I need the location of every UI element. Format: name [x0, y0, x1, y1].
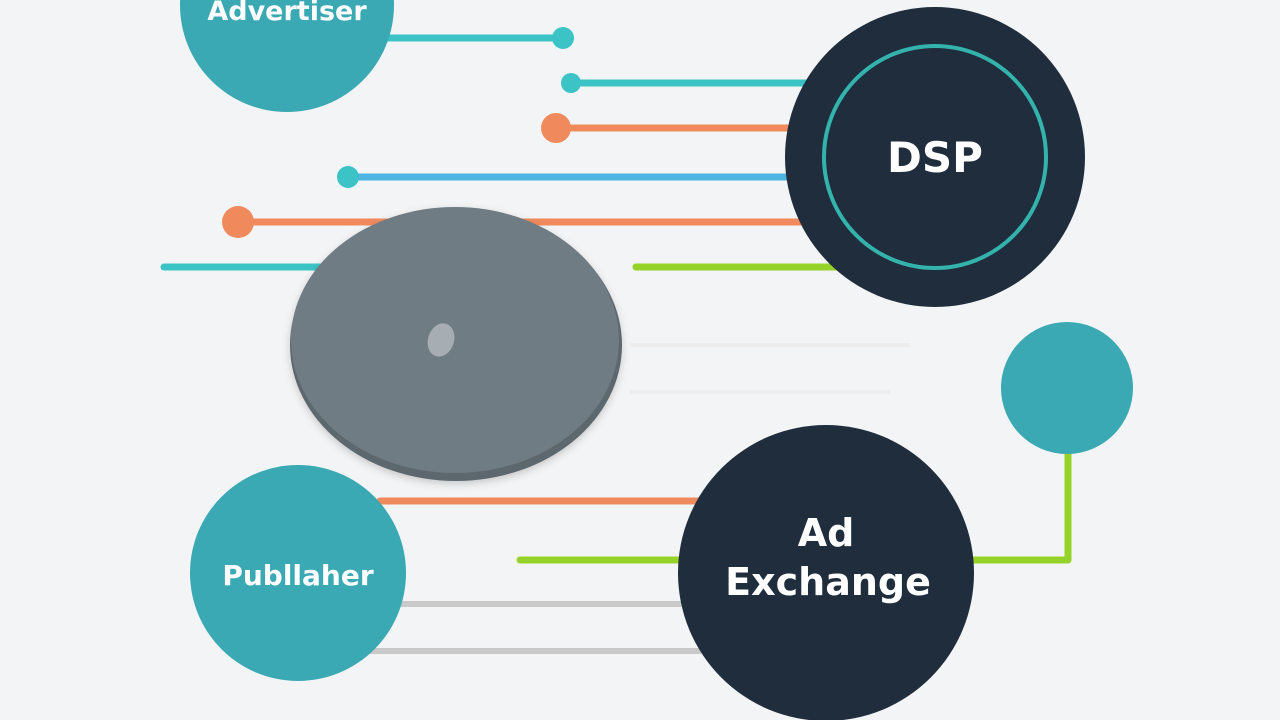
- advertiser-circle: [180, 0, 394, 112]
- dsp-label: DSP: [887, 133, 983, 182]
- advertiser-link-end-dot: [552, 27, 574, 49]
- dsp-circle: [785, 7, 1085, 307]
- orange-link-to-dsp-start-dot: [541, 113, 571, 143]
- publisher-circle: [190, 465, 406, 681]
- ad-exchange-label-line1: Ad: [798, 511, 855, 555]
- faint-motion-lines: [630, 343, 910, 394]
- advertiser-label: Advertiser: [207, 0, 367, 27]
- dsp-inner-ring: [822, 44, 1048, 270]
- center-node-highlight-dot: [427, 323, 455, 357]
- publisher-label: Publlaher: [222, 559, 374, 592]
- teal-link-to-dsp-start-dot: [561, 73, 581, 93]
- small-node-circle: [1001, 322, 1133, 454]
- ad-exchange-node: Ad Exchange: [678, 425, 974, 720]
- orange-long-link-start-dot: [222, 206, 254, 238]
- center-node-body: [291, 207, 619, 473]
- ad-exchange-label-line2: Exchange: [725, 560, 931, 604]
- small-node: [1001, 322, 1133, 454]
- publisher-node: Publlaher: [190, 465, 406, 681]
- blue-link-to-dsp-start-dot: [337, 166, 359, 188]
- lime-small-node-link: [960, 450, 1072, 564]
- ad-exchange-circle: [678, 425, 974, 720]
- center-node: [290, 207, 622, 481]
- dsp-node: DSP: [785, 7, 1085, 307]
- advertiser-node: Advertiser: [180, 0, 394, 112]
